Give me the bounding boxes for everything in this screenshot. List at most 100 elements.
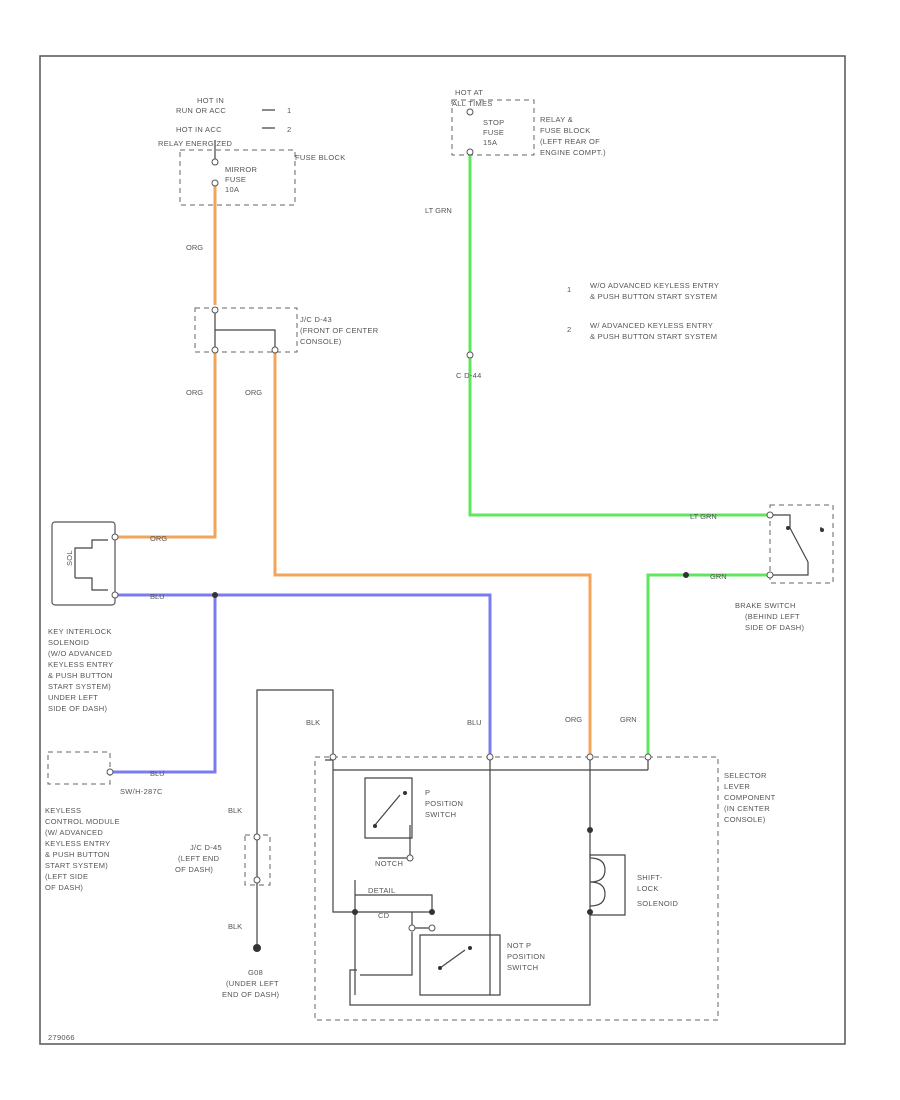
selector-lever-component: P POSITION SWITCH NOTCH DETAIL CD NOT P … <box>314 753 775 1021</box>
legend-num-1: 1 <box>567 285 571 294</box>
brake-switch: BRAKE SWITCH (BEHIND LEFT SIDE OF DASH) <box>735 504 834 632</box>
p-switch-box <box>364 777 413 839</box>
jc-d43-pin-2 <box>211 346 219 354</box>
shift-lock-dot-1 <box>587 827 593 833</box>
wl-ltgrn-top: LT GRN <box>425 206 452 215</box>
fuse-leads <box>262 109 275 129</box>
stop-fuse-label-2: FUSE <box>483 128 504 137</box>
hot-at-label: HOT AT <box>455 88 483 97</box>
relay-fuse-outline <box>451 99 535 156</box>
keyless-module-outline <box>47 751 111 785</box>
relay-label-2: FUSE BLOCK <box>540 126 591 135</box>
jc-d43-bus <box>214 313 276 347</box>
detail-pin-2 <box>428 924 436 932</box>
p-pos-label-3: SWITCH <box>425 810 456 819</box>
selector-pin-org <box>586 753 594 761</box>
hot-in-acc-label: HOT IN ACC <box>176 125 222 134</box>
mirror-fuse-label-3: 10A <box>225 185 239 194</box>
wire-blu-splice-to-keyless <box>110 595 217 774</box>
keyless-label-3: (W/ ADVANCED <box>45 828 103 837</box>
wl-blu-solenoid: BLU <box>150 592 165 601</box>
key-interlock-solenoid: SOL KEY INTERLOCK SOLENOID (W/O ADVANCED… <box>48 521 119 713</box>
key-interlock-label-4: KEYLESS ENTRY <box>48 660 113 669</box>
key-interlock-label-8: SIDE OF DASH) <box>48 704 108 713</box>
legend-num-2: 2 <box>567 325 571 334</box>
fuse-block-left: HOT IN RUN OR ACC 1 HOT IN ACC 2 RELAY E… <box>158 96 345 206</box>
key-interlock-label-3: (W/O ADVANCED <box>48 649 112 658</box>
selector-pin-blk <box>329 753 337 761</box>
selector-pin-grn <box>644 753 652 761</box>
brake-label-1: BRAKE SWITCH <box>735 601 796 610</box>
hot-in-run-label: HOT IN <box>197 96 224 105</box>
shift-lock-label-2: LOCK <box>637 884 659 893</box>
stop-fuse-label-1: STOP <box>483 118 504 127</box>
relay-label-4: ENGINE COMPT.) <box>540 148 606 157</box>
relay-label-1: RELAY & <box>540 115 573 124</box>
mirror-fuse-label-2: FUSE <box>225 175 246 184</box>
wl-blk-top: BLK <box>306 718 320 727</box>
wl-org-right: ORG <box>245 388 262 397</box>
ground-label-3: END OF DASH) <box>222 990 280 999</box>
p-switch-contact <box>374 794 411 859</box>
p-switch-pin <box>406 854 414 862</box>
key-interlock-label-6: START SYSTEM) <box>48 682 111 691</box>
stop-fuse-label-3: 15A <box>483 138 497 147</box>
keyless-label-4: KEYLESS ENTRY <box>45 839 110 848</box>
keyless-label-8: OF DASH) <box>45 883 83 892</box>
wire-grn-fuse-to-brake <box>468 155 770 517</box>
relay-label-3: (LEFT REAR OF <box>540 137 600 146</box>
wl-ltgrn-brake: LT GRN <box>690 512 717 521</box>
notch-label: NOTCH <box>375 859 403 868</box>
diagram-frame <box>39 55 846 1045</box>
brake-switch-contacts <box>773 514 822 576</box>
detail-pin-1 <box>408 924 416 932</box>
solenoid-pin-1 <box>111 533 119 541</box>
jc-d45-label-1: J/C D-45 <box>190 843 222 852</box>
junction-connector-d43: J/C D-43 (FRONT OF CENTER CONSOLE) <box>194 306 378 354</box>
selector-label-4: (IN CENTER <box>724 804 770 813</box>
not-p-dot-2 <box>468 946 472 950</box>
p-switch-dot-2 <box>403 791 407 795</box>
not-p-switch-box <box>419 760 501 996</box>
keyless-label-7: (LEFT SIDE <box>45 872 88 881</box>
key-interlock-label-2: SOLENOID <box>48 638 89 647</box>
brake-switch-outline <box>769 504 834 584</box>
wl-blu-selector: BLU <box>467 718 482 727</box>
selector-pin-blu <box>486 753 494 761</box>
key-interlock-label-5: & PUSH BUTTON <box>48 671 113 680</box>
relay-fuse-block: HOT AT ALL TIMES STOP FUSE 15A RELAY & F… <box>451 88 606 157</box>
selector-label-5: CONSOLE) <box>724 815 766 824</box>
jc-d43-pin-3 <box>271 346 279 354</box>
wl-blu-keyless: BLU <box>150 769 165 778</box>
legend: 1 W/O ADVANCED KEYLESS ENTRY & PUSH BUTT… <box>567 281 719 341</box>
selector-label-1: SELECTOR <box>724 771 767 780</box>
stop-fuse-pin-bottom <box>466 148 474 156</box>
ground-icon <box>253 944 261 952</box>
p-pos-label-2: POSITION <box>425 799 463 808</box>
brake-label-2: (BEHIND LEFT <box>745 612 800 621</box>
solenoid-coil <box>74 539 108 591</box>
relay-energized-label: RELAY ENERGIZED <box>158 139 233 148</box>
jc-d43-label-1: J/C D-43 <box>300 315 332 324</box>
wl-org-left: ORG <box>186 388 203 397</box>
detail-wiring <box>354 880 433 995</box>
wire-grn-brake-to-selector <box>646 573 770 755</box>
jc-d43-label-3: CONSOLE) <box>300 337 342 346</box>
wl-grn-selector: GRN <box>620 715 637 724</box>
brake-contact-dot-2 <box>820 528 824 532</box>
fuse-pin-top <box>211 158 219 166</box>
not-p-contact <box>360 932 466 976</box>
d44-pin <box>466 351 474 359</box>
shift-lock-coil <box>589 854 626 916</box>
legend-text-2a: W/ ADVANCED KEYLESS ENTRY <box>590 321 713 330</box>
fuse-pin-bottom <box>211 179 219 187</box>
wl-org-top: ORG <box>186 243 203 252</box>
cd-label: CD <box>378 911 390 920</box>
brake-pin-1 <box>766 511 774 519</box>
stop-fuse-pin-top <box>466 108 474 116</box>
shift-lock-dot-2 <box>587 909 593 915</box>
wl-org-selector: ORG <box>565 715 582 724</box>
keyless-label-5: & PUSH BUTTON <box>45 850 110 859</box>
selector-label-2: LEVER <box>724 782 750 791</box>
jc-d45-label-3: OF DASH) <box>175 865 213 874</box>
